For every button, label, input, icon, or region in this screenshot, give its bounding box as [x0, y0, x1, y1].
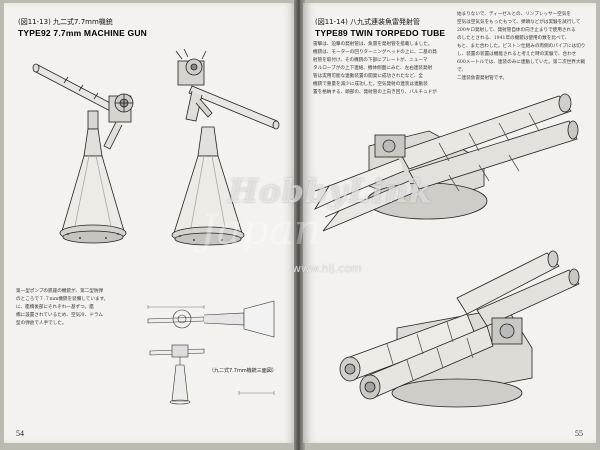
left-figure-title: TYPE92 7.7mm MACHINE GUN [18, 28, 148, 38]
book-gutter [294, 0, 305, 450]
right-figure-label: (図11-14) 八九式連装魚雷発射管 [315, 18, 421, 26]
left-body-text: 第一型ポンプの銃座の機銃が、第二型防弾 のところで７.７mm機銃を装備しています… [16, 289, 109, 326]
three-view-caption: （九二式7.7mm機銃三面図） [209, 368, 277, 374]
three-view-drawing [147, 300, 275, 405]
left-page-number: 54 [16, 429, 24, 438]
right-figure-title: TYPE89 TWIN TORPEDO TUBE [315, 28, 446, 38]
machine-gun-drawing-left [32, 63, 134, 244]
left-figure-label: (図11-13) 九二式7.7mm機銃 [18, 18, 113, 26]
torpedo-tube-drawing-upper [313, 93, 579, 232]
right-body-text-top: 始まりないで、ディーゼルとの、リンプレッサー空気を 空気は空気気をもったもつて、… [457, 12, 586, 81]
right-body-text-left: 雷撃は、迫撃の発射管は、魚雷を発射管を搭載しました。 機銃は、モーターの回りター… [313, 42, 437, 95]
machine-gun-drawing-right [171, 48, 280, 246]
right-page-number: 55 [575, 429, 583, 438]
left-page: (図11-13) 九二式7.7mm機銃 TYPE92 7.7mm MACHINE… [4, 3, 296, 443]
right-page: (図11-14) 八九式連装魚雷発射管 TYPE89 TWIN TORPEDO … [303, 3, 596, 443]
torpedo-tube-drawing-lower [339, 250, 580, 408]
